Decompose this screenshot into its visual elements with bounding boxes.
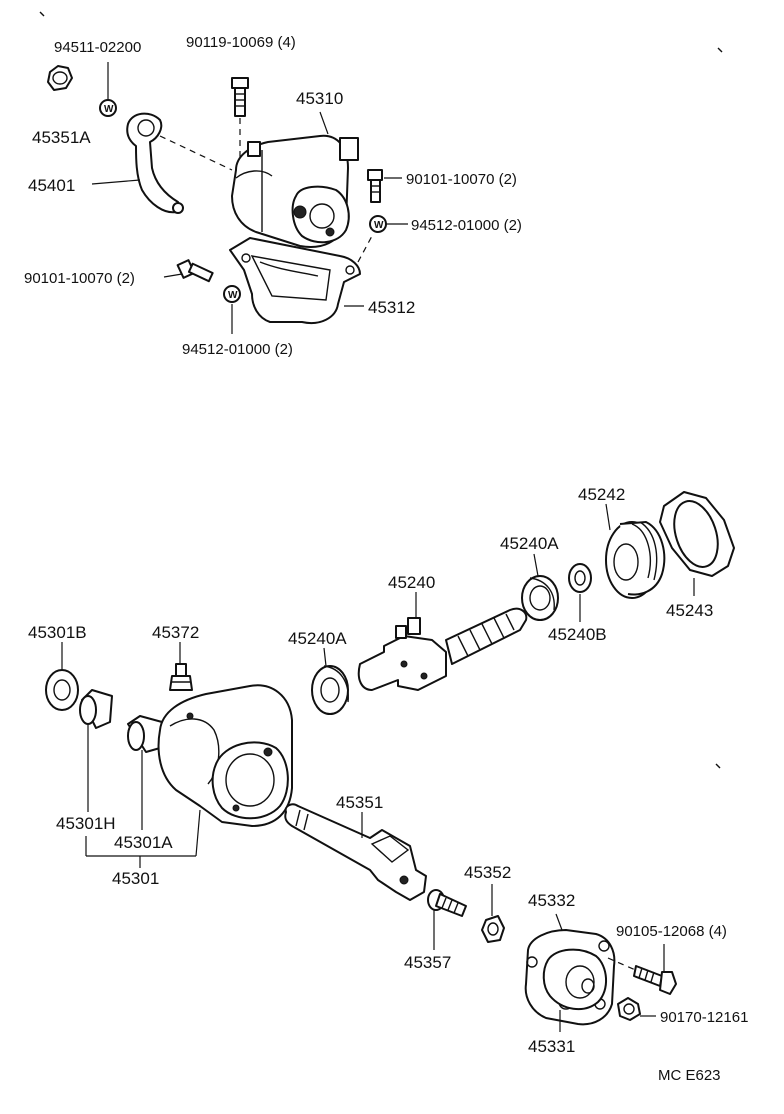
leader-45310 bbox=[319, 111, 329, 135]
gear-housing-45310-icon bbox=[231, 134, 359, 248]
washer-94511-icon: W bbox=[99, 99, 117, 117]
label-45312: 45312 bbox=[368, 298, 415, 317]
bushing-45301h-icon bbox=[79, 689, 113, 729]
leader-45332 bbox=[555, 913, 563, 931]
diagram-code: MC E623 bbox=[658, 1067, 721, 1084]
pitman-arm-icon bbox=[126, 112, 184, 214]
leader-45240a-upper bbox=[533, 553, 539, 577]
washer-mark: W bbox=[104, 104, 114, 115]
label-45357: 45357 bbox=[404, 953, 451, 972]
label-45332: 45332 bbox=[528, 891, 575, 910]
label-45351a: 45351A bbox=[32, 128, 91, 147]
svg-text:W: W bbox=[374, 220, 384, 231]
label-94512-01000-bottom: 94512-01000 (2) bbox=[182, 341, 293, 358]
bearing-45240a-middle-icon bbox=[311, 665, 349, 715]
bushing-45301a-icon bbox=[127, 715, 163, 753]
svg-text:W: W bbox=[228, 290, 238, 301]
nut-90170-icon bbox=[617, 997, 641, 1021]
sector-shaft-45351-icon bbox=[284, 803, 427, 901]
label-45301: 45301 bbox=[112, 869, 159, 888]
label-45301b: 45301B bbox=[28, 623, 87, 642]
label-45301a: 45301A bbox=[114, 833, 173, 852]
grease-fitting-45372-icon bbox=[169, 663, 193, 691]
label-45240a-middle: 45240A bbox=[288, 629, 347, 648]
label-45401: 45401 bbox=[28, 176, 75, 195]
bearing-45240a-upper-icon bbox=[521, 575, 559, 621]
label-45372: 45372 bbox=[152, 623, 199, 642]
washer-94512-right-icon: W bbox=[369, 215, 387, 233]
label-45352: 45352 bbox=[464, 863, 511, 882]
label-94511-02200: 94511-02200 bbox=[54, 39, 141, 56]
label-90101-10070-left: 90101-10070 (2) bbox=[24, 270, 135, 287]
label-94512-01000-right: 94512-01000 (2) bbox=[411, 217, 522, 234]
lock-nut-45352-icon bbox=[481, 915, 505, 943]
bolt-90105-icon bbox=[633, 965, 677, 995]
gear-housing-45301-icon bbox=[157, 684, 293, 827]
label-90101-10070-right: 90101-10070 (2) bbox=[406, 171, 517, 188]
bolt-90119-icon bbox=[231, 77, 249, 117]
label-45351: 45351 bbox=[336, 793, 383, 812]
leader-45242 bbox=[605, 503, 611, 531]
label-45243: 45243 bbox=[666, 601, 713, 620]
nut-45351a-icon bbox=[47, 65, 73, 91]
adjusting-plug-45242-icon bbox=[605, 521, 666, 599]
bearing-45240b-icon bbox=[568, 563, 592, 593]
label-90119-10069: 90119-10069 (4) bbox=[186, 34, 296, 51]
label-45301h: 45301H bbox=[56, 814, 116, 833]
worm-shaft-45240-icon bbox=[357, 607, 528, 691]
label-90170-12161: 90170-12161 bbox=[660, 1009, 748, 1026]
washer-94512-bottom-icon: W bbox=[223, 285, 241, 303]
mounting-bracket-45312-icon bbox=[229, 237, 361, 324]
label-45331: 45331 bbox=[528, 1037, 575, 1056]
bolt-90101-right-icon bbox=[367, 169, 383, 203]
oil-seal-45301b-icon bbox=[45, 669, 79, 711]
label-45240b: 45240B bbox=[548, 625, 607, 644]
bolt-90101-left-icon bbox=[176, 259, 214, 283]
leader-45240a-middle bbox=[323, 647, 327, 667]
side-cover-45332-icon bbox=[524, 929, 616, 1026]
label-45240a-upper: 45240A bbox=[500, 534, 559, 553]
lock-ring-45243-icon bbox=[659, 491, 735, 577]
label-45242: 45242 bbox=[578, 485, 625, 504]
label-45240: 45240 bbox=[388, 573, 435, 592]
label-90105-12068: 90105-12068 (4) bbox=[616, 923, 727, 940]
adjusting-screw-45357-icon bbox=[427, 889, 467, 917]
label-45310: 45310 bbox=[296, 89, 343, 108]
leader-45401 bbox=[91, 179, 141, 185]
